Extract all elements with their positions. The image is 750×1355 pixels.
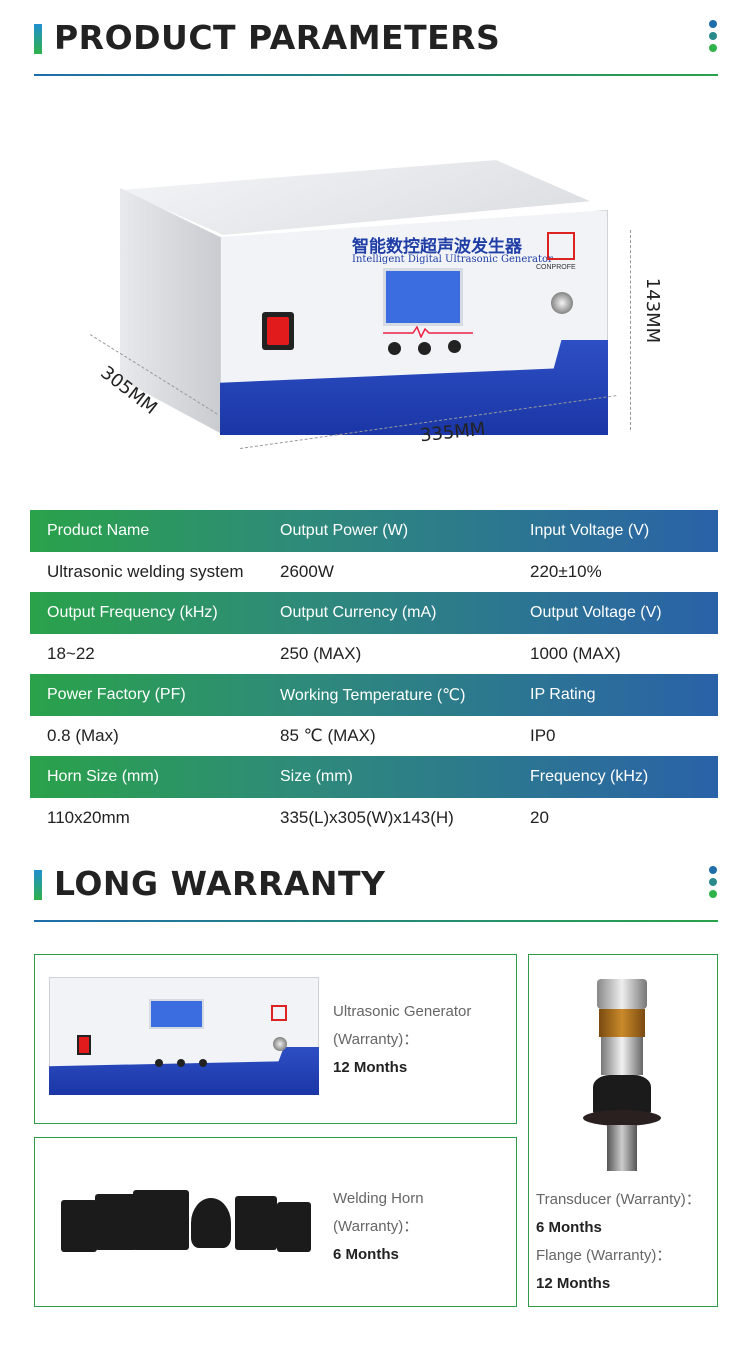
param-header: IP Rating [530, 686, 596, 703]
power-switch-icon [262, 312, 294, 350]
param-header: Working Temperature (℃) [280, 687, 466, 704]
brand-logo-icon [547, 232, 575, 260]
brand-logo-text: CONPROFE [536, 264, 576, 271]
warranty-label: (Warranty)： [333, 1218, 419, 1235]
table-value-row: 110x20mm 335(L)x305(W)x143(H) 20 [30, 798, 718, 838]
section-title: LONG WARRANTY [54, 864, 386, 903]
machine-display-screen [383, 268, 463, 326]
param-value: 110x20mm [47, 808, 130, 827]
param-header: Frequency (kHz) [530, 768, 649, 785]
warranty-horn-card: Welding Horn (Warranty)： 6 Months [34, 1137, 517, 1307]
param-value: 1000 (MAX) [530, 644, 621, 663]
param-value: IP0 [530, 726, 556, 745]
height-dimension-line [630, 230, 631, 430]
dots-icon [708, 20, 718, 56]
param-header: Input Voltage (V) [530, 522, 650, 539]
param-header: Product Name [47, 522, 150, 539]
warranty-label: Ultrasonic Generator [333, 1003, 472, 1020]
section-title: PRODUCT PARAMETERS [54, 18, 501, 57]
param-value: 20 [530, 808, 549, 827]
table-value-row: 18~22 250 (MAX) 1000 (MAX) [30, 634, 718, 674]
product-parameters-header: PRODUCT PARAMETERS [34, 16, 718, 78]
warranty-value: 6 Months [333, 1246, 399, 1263]
title-accent-bar [34, 24, 42, 54]
warranty-value: 6 Months [536, 1219, 602, 1236]
param-value: 335(L)x305(W)x143(H) [280, 808, 454, 827]
param-value: 18~22 [47, 644, 95, 663]
waveform-icon [383, 326, 473, 338]
control-button-2 [418, 342, 431, 355]
control-button-3 [448, 340, 461, 353]
param-value: 2600W [280, 562, 334, 581]
long-warranty-header: LONG WARRANTY [34, 862, 718, 924]
param-header: Output Power (W) [280, 522, 409, 539]
generator-image [49, 977, 319, 1103]
control-button-1 [388, 342, 401, 355]
table-header-row: Output Frequency (kHz) Output Currency (… [30, 592, 718, 634]
machine-brand-en: Intelligent Digital Ultrasonic Generator [352, 254, 553, 265]
dimension-height: 143MM [642, 277, 664, 344]
param-header: Horn Size (mm) [47, 768, 160, 785]
machine-brand-cn: 智能数控超声波发生器 [352, 237, 522, 257]
param-value: 220±10% [530, 562, 602, 581]
param-header: Output Frequency (kHz) [47, 604, 218, 621]
section-divider [34, 74, 718, 76]
warranty-value: 12 Months [536, 1275, 611, 1292]
table-value-row: Ultrasonic welding system 2600W 220±10% [30, 552, 718, 592]
param-header: Output Voltage (V) [530, 604, 662, 621]
start-knob-icon [551, 292, 573, 314]
table-header-row: Product Name Output Power (W) Input Volt… [30, 510, 718, 552]
param-value: 250 (MAX) [280, 644, 362, 663]
warranty-label: Flange (Warranty)： [536, 1247, 672, 1264]
warranty-generator-card: Ultrasonic Generator (Warranty)： 12 Mont… [34, 954, 517, 1124]
param-value: 0.8 (Max) [47, 726, 119, 745]
param-value: 85 ℃ (MAX) [280, 726, 376, 745]
table-header-row: Horn Size (mm) Size (mm) Frequency (kHz) [30, 756, 718, 798]
param-header: Output Currency (mA) [280, 604, 437, 621]
warranty-value: 12 Months [333, 1059, 408, 1076]
table-value-row: 0.8 (Max) 85 ℃ (MAX) IP0 [30, 716, 718, 756]
param-value: Ultrasonic welding system [47, 562, 244, 581]
param-header: Power Factory (PF) [47, 686, 186, 703]
product-image: 智能数控超声波发生器 Intelligent Digital Ultrasoni… [89, 150, 670, 470]
warranty-label: (Warranty)： [333, 1031, 419, 1048]
warranty-label: Welding Horn [333, 1190, 424, 1207]
title-accent-bar [34, 870, 42, 900]
section-divider [34, 920, 718, 922]
param-header: Size (mm) [280, 768, 353, 785]
table-header-row: Power Factory (PF) Working Temperature (… [30, 674, 718, 716]
parameters-table: Product Name Output Power (W) Input Volt… [30, 510, 718, 838]
warranty-label: Transducer (Warranty)： [536, 1191, 701, 1208]
dots-icon [708, 866, 718, 902]
warranty-transducer-card: Transducer (Warranty)： 6 Months Flange (… [528, 954, 718, 1307]
